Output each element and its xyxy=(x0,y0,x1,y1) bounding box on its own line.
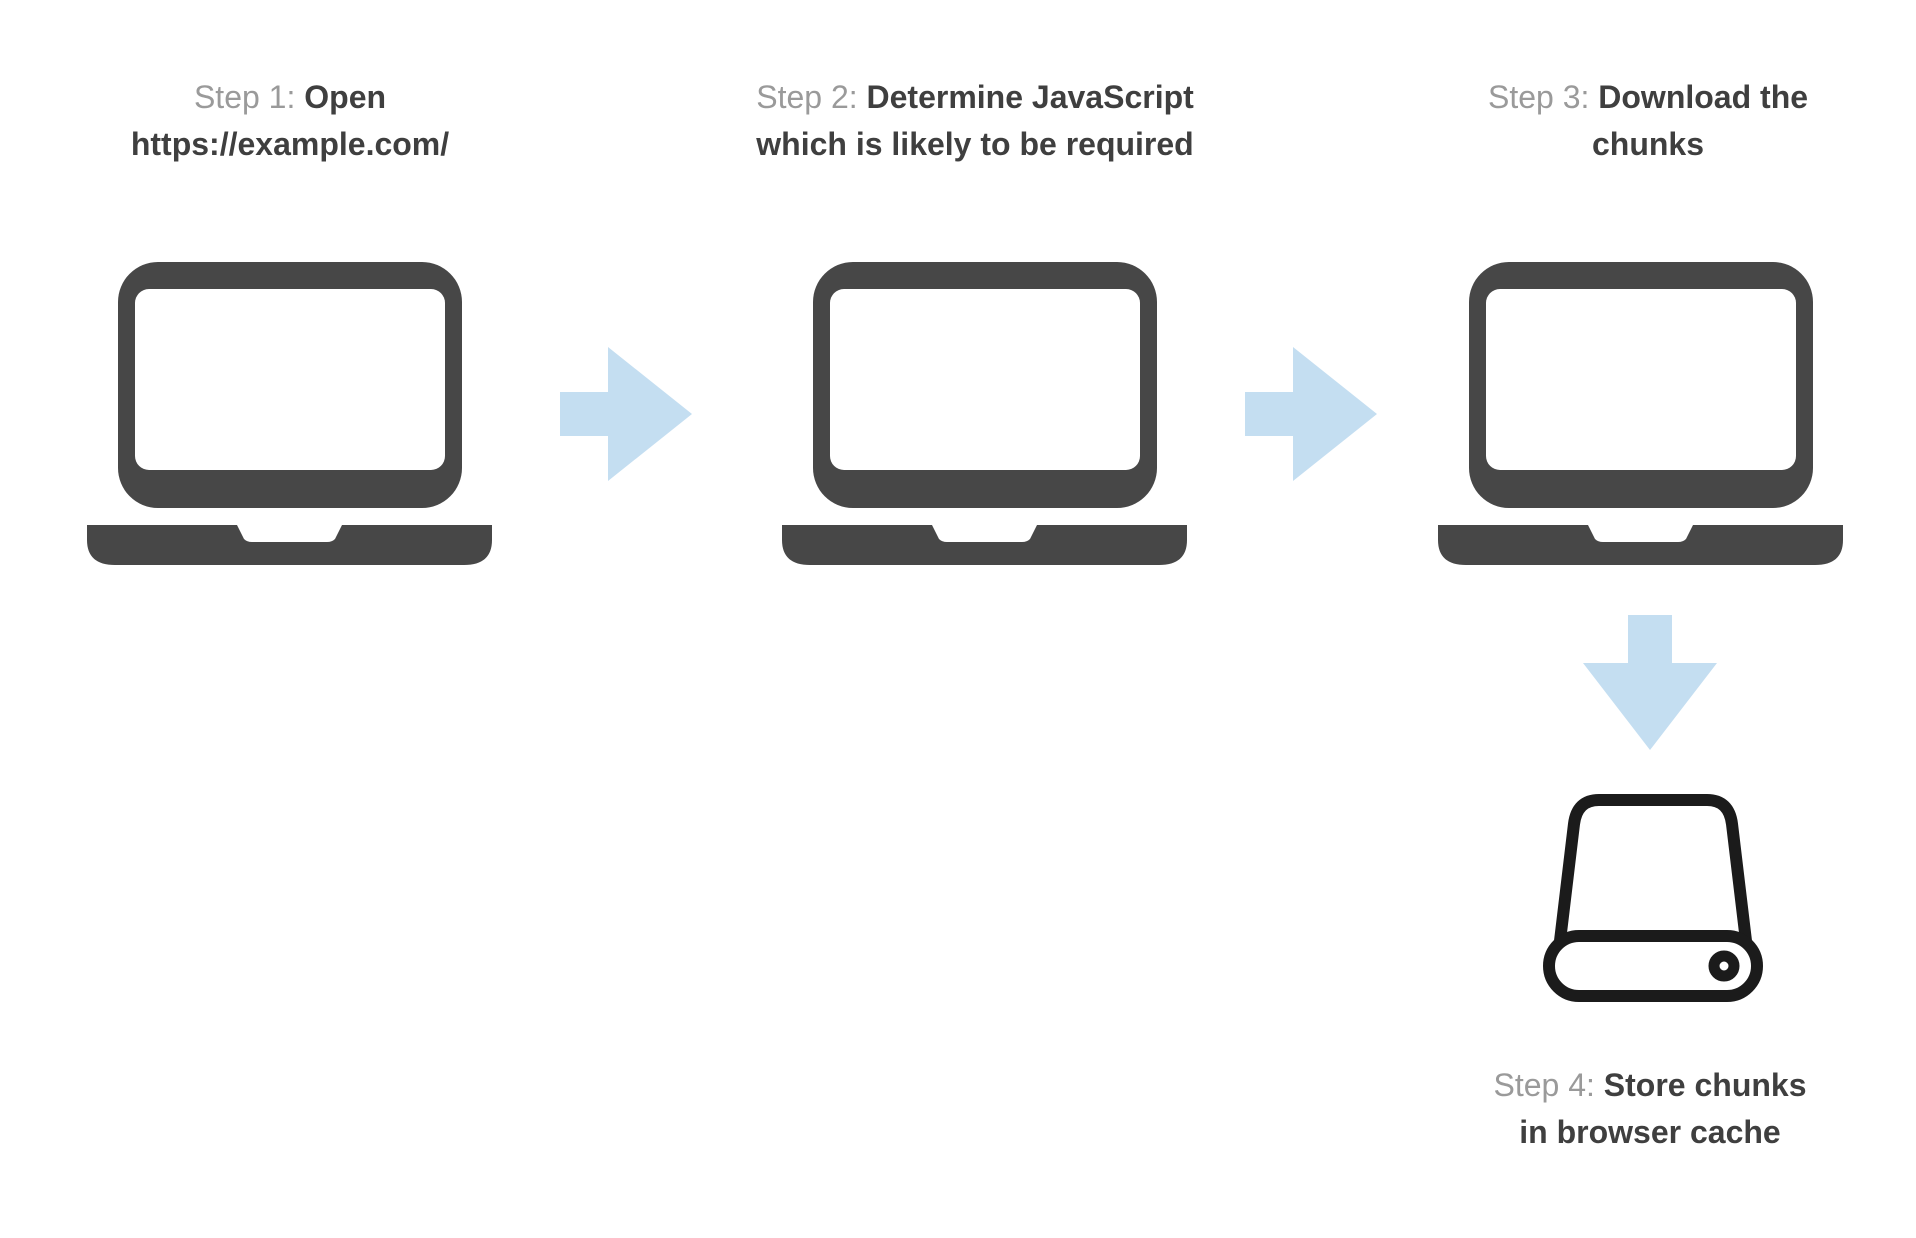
step-1-title-line2: https://example.com/ xyxy=(130,126,450,162)
laptop-screen xyxy=(1486,289,1796,470)
step-4-caption-line-1: Step 4: Store chunks xyxy=(1370,1062,1916,1109)
hard-drive-body xyxy=(1551,794,1755,972)
step-1-title-line1: Open xyxy=(304,79,387,115)
step-2-caption: Step 2: Determine JavaScript which is li… xyxy=(655,74,1295,168)
step-1-caption-line-1: Step 1: Open xyxy=(0,74,580,121)
step-2-title-line1: Determine JavaScript xyxy=(866,79,1194,115)
step-3-caption-line-1: Step 3: Download the xyxy=(1368,74,1916,121)
hard-drive-icon xyxy=(1543,794,1763,1002)
step-2-title-line2: which is likely to be required xyxy=(756,126,1194,162)
laptop-base xyxy=(1438,525,1843,565)
hard-drive-indicator-light xyxy=(1708,950,1740,982)
step-4-title-line1: Store chunks xyxy=(1603,1067,1807,1103)
laptop-base xyxy=(87,525,492,565)
laptop-screen xyxy=(135,289,445,470)
hard-drive-bar xyxy=(1543,930,1763,1002)
step-1-caption: Step 1: Open https://example.com/ xyxy=(0,74,580,168)
step-2-label: Step 2: xyxy=(756,79,858,115)
step-2-caption-line-1: Step 2: Determine JavaScript xyxy=(655,74,1295,121)
step-4-title-line2: in browser cache xyxy=(1519,1114,1781,1150)
laptop-icon-step-1 xyxy=(87,262,492,565)
step-3-caption: Step 3: Download the chunks xyxy=(1368,74,1916,168)
laptop-screen xyxy=(830,289,1140,470)
step-1-label: Step 1: xyxy=(193,79,296,115)
arrow-right-icon-1 xyxy=(560,347,692,481)
step-3-label: Step 3: xyxy=(1487,79,1590,115)
laptop-icon-step-2 xyxy=(782,262,1187,565)
arrow-down-icon xyxy=(1583,615,1717,750)
step-4-caption: Step 4: Store chunks in browser cache xyxy=(1370,1062,1916,1156)
arrow-right-icon-2 xyxy=(1245,347,1377,481)
laptop-icon-step-3 xyxy=(1438,262,1843,565)
step-3-title-line2: chunks xyxy=(1591,126,1705,162)
step-3-title-line1: Download the xyxy=(1598,79,1809,115)
laptop-base xyxy=(782,525,1187,565)
step-4-label: Step 4: xyxy=(1493,1067,1595,1103)
